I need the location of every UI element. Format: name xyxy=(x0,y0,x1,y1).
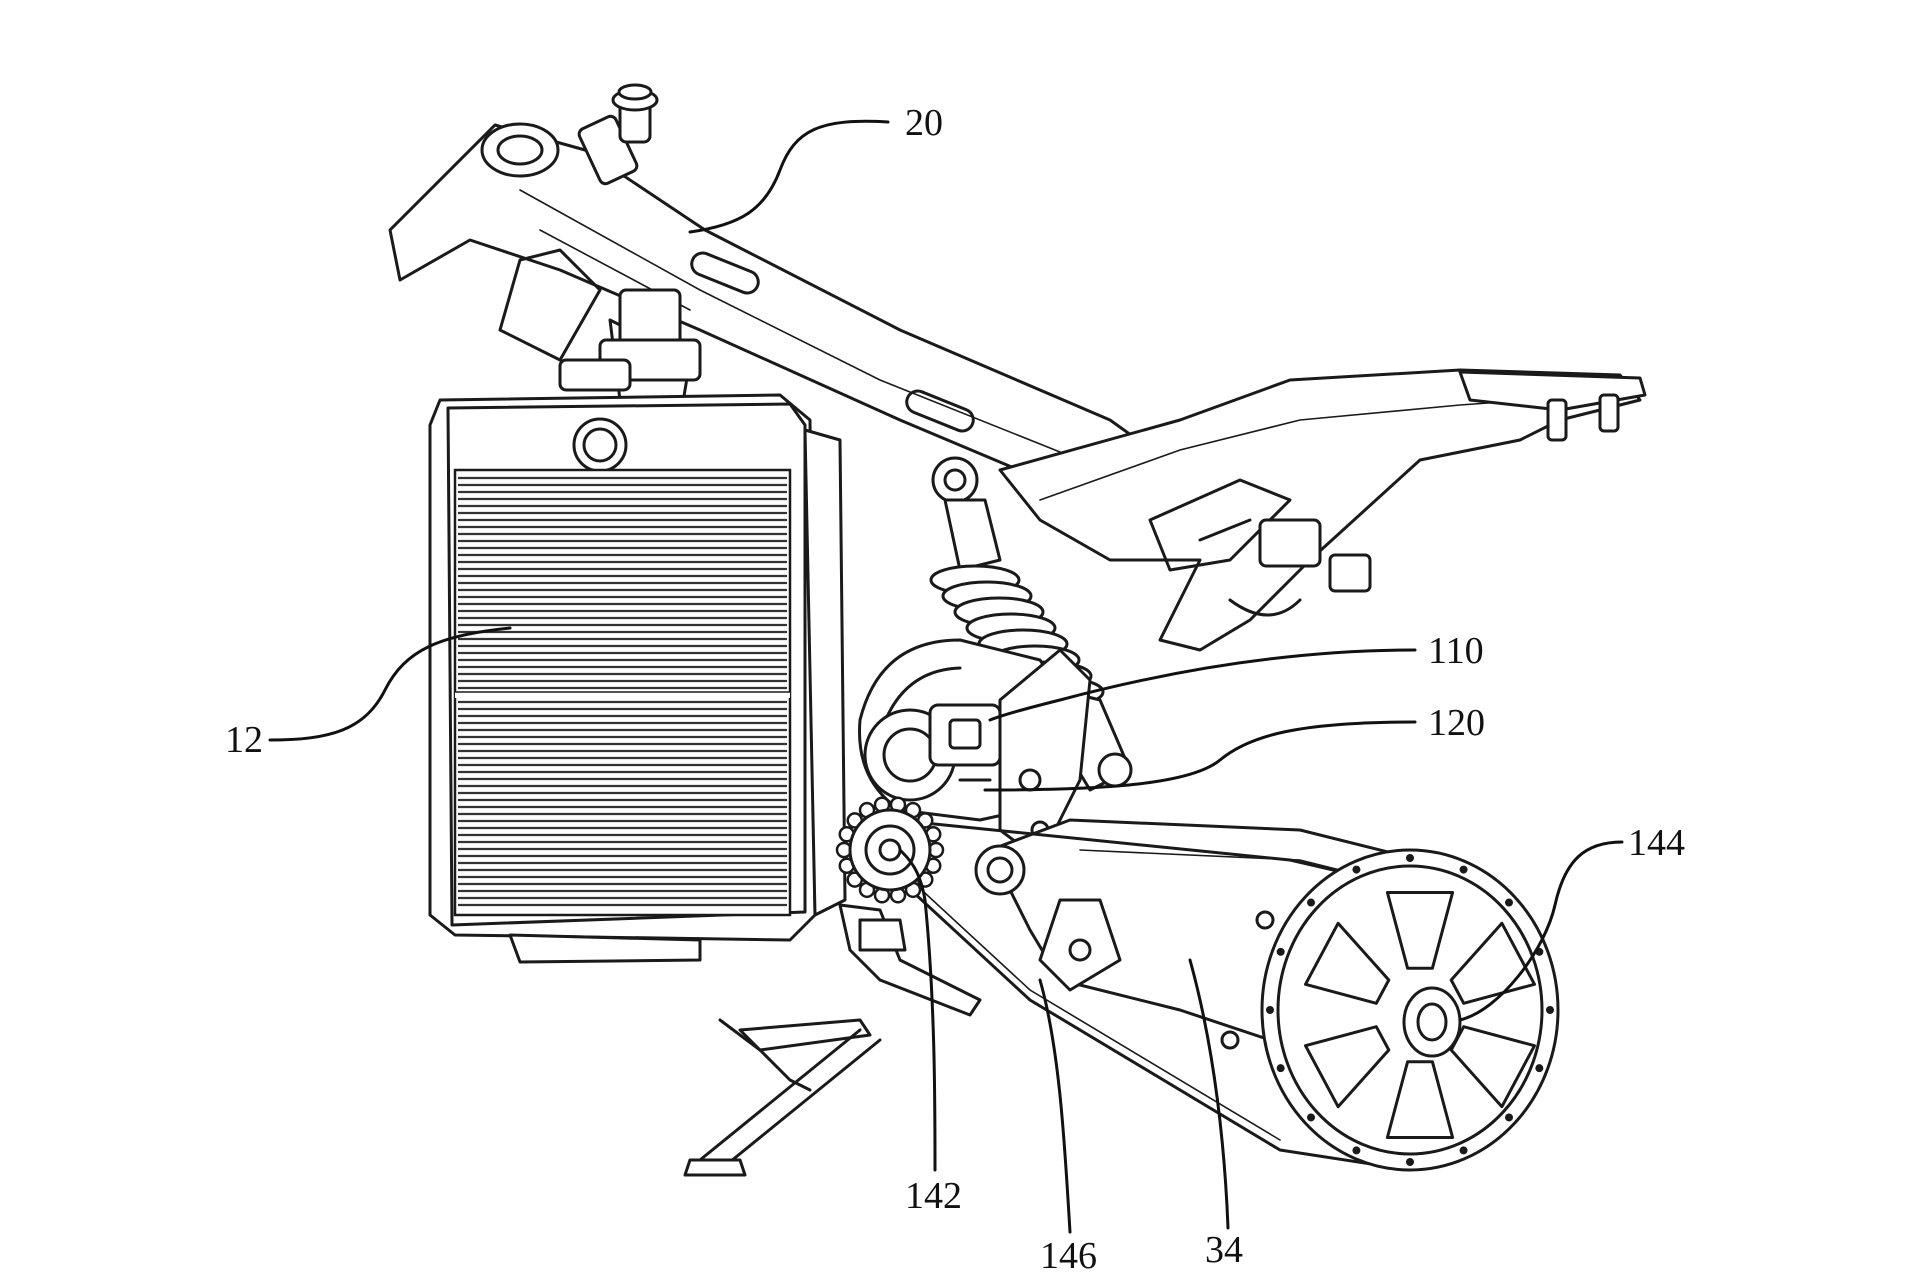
rim-bolt xyxy=(1406,854,1414,862)
leader-20 xyxy=(688,119,890,234)
rear-subframe xyxy=(998,368,1647,652)
rim-bolt xyxy=(1276,947,1285,956)
rim-bolt xyxy=(1352,865,1361,874)
rim-bolt xyxy=(1352,1146,1361,1155)
rim-bolt xyxy=(1276,1064,1285,1073)
rim-bolt xyxy=(1546,1006,1554,1014)
wheel-opening xyxy=(1304,921,1391,1005)
label-12: 12 xyxy=(225,719,263,761)
leader-120 xyxy=(983,720,1417,792)
rim-bolt xyxy=(1459,865,1468,874)
rim-bolt xyxy=(1535,1064,1544,1073)
label-142: 142 xyxy=(905,1175,962,1217)
leader-142 xyxy=(898,848,937,1172)
leader-12 xyxy=(268,626,512,742)
label-110: 110 xyxy=(1428,630,1484,672)
label-34: 34 xyxy=(1205,1229,1243,1271)
main-frame xyxy=(388,83,1182,522)
wheel-opening xyxy=(1449,921,1536,1005)
reference-labels: 20 12 110 120 144 142 146 34 xyxy=(225,102,1685,1277)
wheel-opening xyxy=(1385,1060,1455,1139)
label-146: 146 xyxy=(1040,1235,1097,1277)
side-stand xyxy=(683,903,982,1177)
drive-sprocket xyxy=(835,796,945,904)
leader-110 xyxy=(988,648,1417,722)
wheel-opening xyxy=(1304,1025,1391,1109)
leader-146 xyxy=(1038,978,1072,1234)
label-144: 144 xyxy=(1628,822,1685,864)
rim-bolt xyxy=(1504,1113,1513,1122)
label-20: 20 xyxy=(905,102,943,144)
rim-bolt xyxy=(1307,898,1316,907)
rim-bolt xyxy=(1504,898,1513,907)
wheel-opening xyxy=(1385,891,1455,970)
motor xyxy=(858,638,1092,862)
rim-bolt xyxy=(1406,1158,1414,1166)
label-120: 120 xyxy=(1428,702,1485,744)
radiator xyxy=(428,288,847,964)
rim-bolt xyxy=(1307,1113,1316,1122)
leader-144 xyxy=(1458,840,1624,1022)
rim-bolt xyxy=(1266,1006,1274,1014)
leader-lines xyxy=(268,119,1624,1234)
driven-sprocket xyxy=(1260,848,1560,1172)
rim-bolt xyxy=(1459,1146,1468,1155)
leader-34 xyxy=(1188,958,1230,1230)
radiator-grille xyxy=(453,468,792,917)
